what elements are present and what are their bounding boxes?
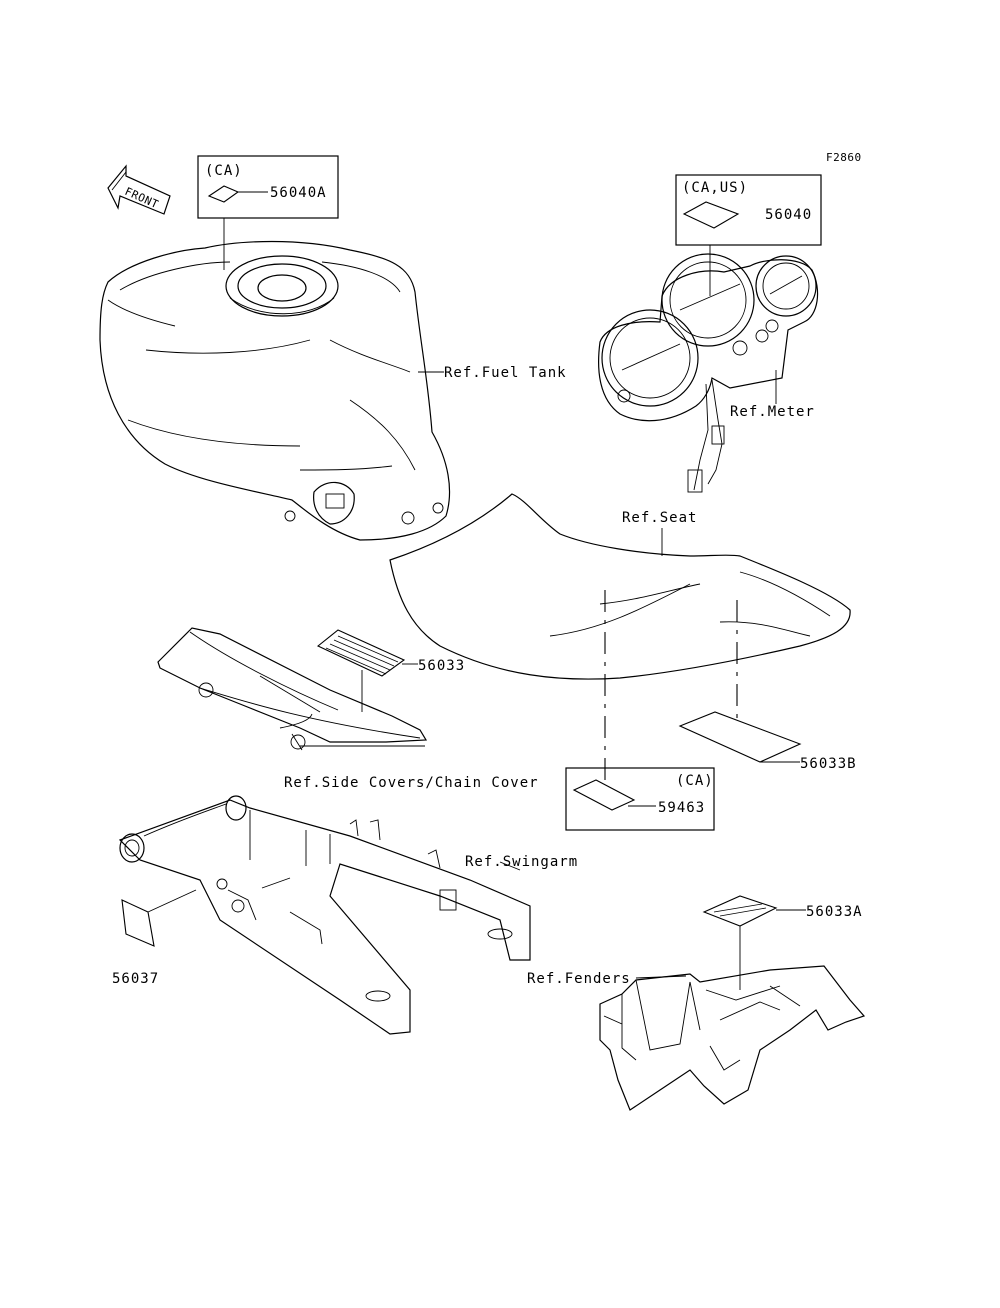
part-number-56040a: 56040A <box>270 185 327 201</box>
ref-swingarm: Ref.Swingarm <box>465 854 578 870</box>
ref-fuel-tank: Ref.Fuel Tank <box>444 365 567 381</box>
chain-cover-drawing: Ref.Side Covers/Chain Cover <box>157 627 539 791</box>
callout-meter-label: (CA,US) 56040 <box>675 174 822 296</box>
part-number-56037: 56037 <box>112 971 159 987</box>
fenders-drawing: Ref.Fenders <box>527 965 866 1111</box>
part-number-56033: 56033 <box>418 658 465 674</box>
ref-fenders: Ref.Fenders <box>527 971 631 987</box>
callout-fuel-tank-label: (CA) 56040A <box>197 155 339 270</box>
callout-meter-region: (CA,US) <box>682 180 748 196</box>
label-56033b: 56033B <box>678 711 857 772</box>
part-number-56033b: 56033B <box>800 756 857 772</box>
callout-seat-label: (CA) 59463 <box>565 767 715 831</box>
swingarm-drawing: Ref.Swingarm <box>118 795 578 1035</box>
ref-seat: Ref.Seat <box>622 510 697 526</box>
meter-drawing: Ref.Meter <box>598 253 819 493</box>
label-56033: 56033 <box>316 629 465 712</box>
label-56037: 56037 <box>112 889 197 987</box>
ref-meter: Ref.Meter <box>730 404 815 420</box>
part-number-59463: 59463 <box>658 800 705 816</box>
part-number-56033a: 56033A <box>806 904 863 920</box>
callout-seat-region: (CA) <box>676 773 714 789</box>
label-56033a: 56033A <box>702 895 863 990</box>
callout-fuel-tank-region: (CA) <box>205 163 243 179</box>
front-arrow-icon: FRONT <box>107 164 171 215</box>
figure-code: F2860 <box>826 151 862 164</box>
part-number-56040: 56040 <box>765 207 812 223</box>
fuel-tank-drawing: Ref.Fuel Tank <box>99 240 567 541</box>
seat-drawing: Ref.Seat <box>389 493 851 790</box>
ref-side-covers: Ref.Side Covers/Chain Cover <box>284 775 539 791</box>
